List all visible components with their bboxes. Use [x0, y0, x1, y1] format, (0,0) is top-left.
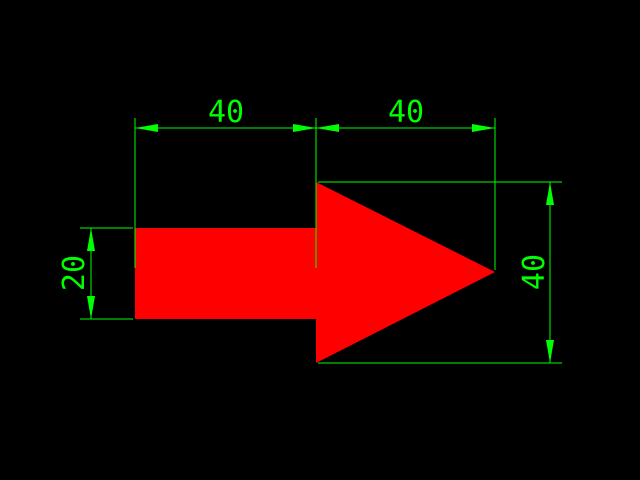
dim-arrow-right-bottom — [546, 340, 554, 363]
dimension-arrowheads — [87, 124, 554, 363]
dim-arrow-top-1-left — [135, 124, 158, 132]
dim-label-head-width: 40 — [517, 254, 552, 290]
arrow-shaft — [135, 228, 317, 319]
dim-arrow-top-2-left — [316, 124, 339, 132]
dim-label-head-length: 40 — [388, 95, 424, 130]
dim-arrow-top-1-right — [293, 124, 316, 132]
red-arrow-shape — [135, 182, 495, 363]
arrow-head — [316, 182, 495, 363]
dim-arrow-top-2-right — [472, 124, 495, 132]
dim-arrow-left-bottom — [87, 296, 95, 319]
dim-arrow-left-top — [87, 228, 95, 251]
dim-label-shaft-width: 20 — [57, 255, 92, 291]
dim-arrow-right-top — [546, 182, 554, 205]
dim-label-shaft-length: 40 — [208, 95, 244, 130]
dimension-labels: 40 40 20 40 — [57, 95, 552, 291]
